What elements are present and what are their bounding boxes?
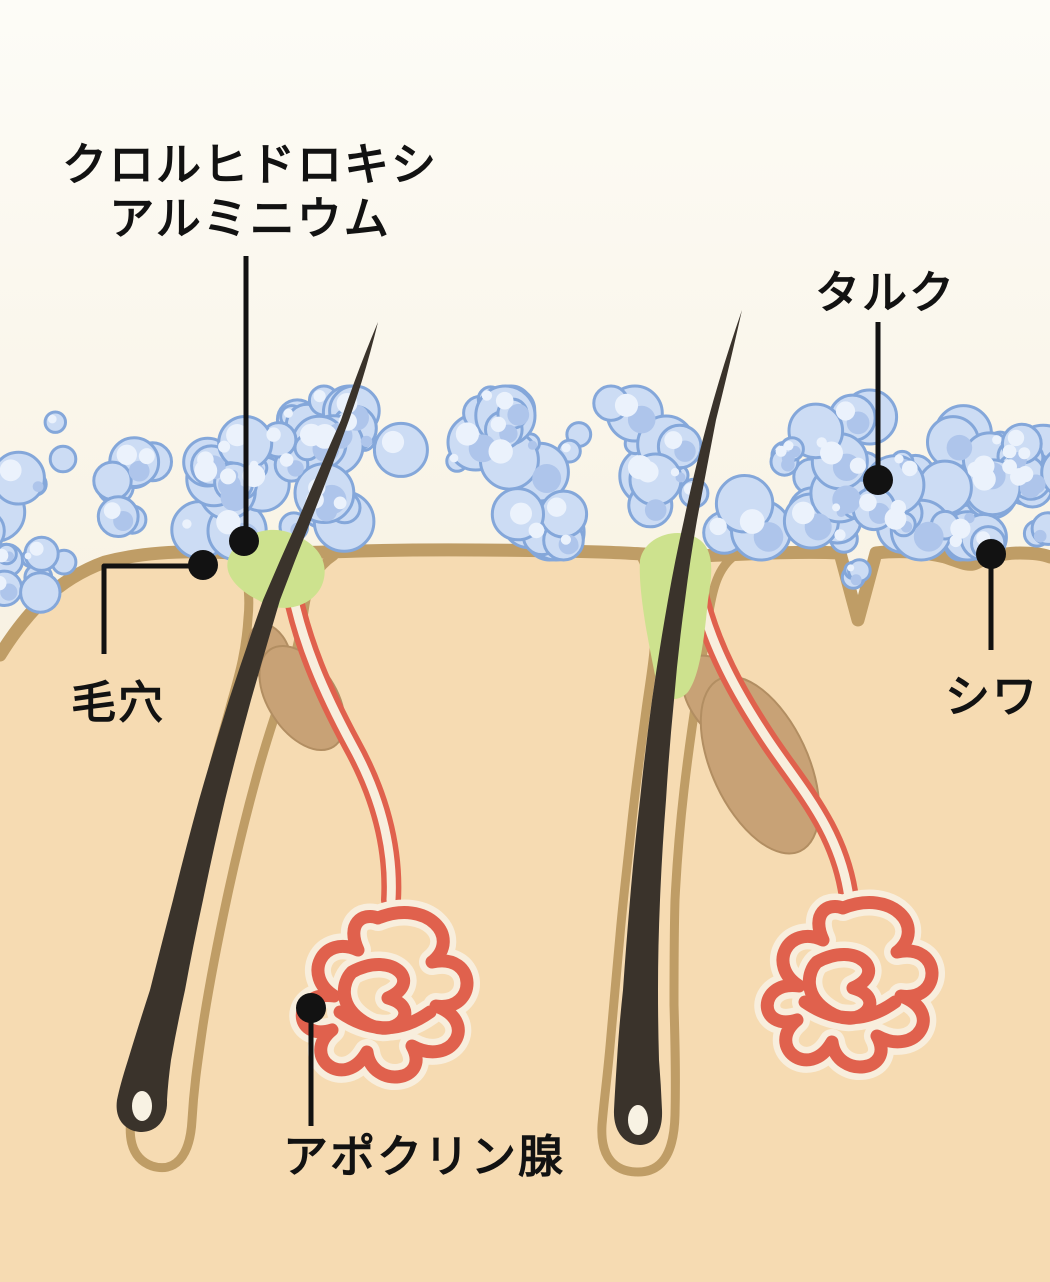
label-talc: タルク xyxy=(814,267,956,318)
anchor-dot-apocrine xyxy=(296,993,326,1023)
skin-surface-line xyxy=(0,543,1050,662)
label-chlorohydroxy-aluminum-line1: クロルヒドロキシ xyxy=(61,139,438,190)
hair-bulb-opening-1 xyxy=(132,1091,152,1121)
leader-aluminum xyxy=(229,256,259,556)
label-pore: 毛穴 xyxy=(70,677,165,728)
apocrine-duct-2 xyxy=(688,580,859,908)
anchor-dot-talc xyxy=(863,465,893,495)
label-wrinkle: シワ xyxy=(944,671,1039,722)
hair-1 xyxy=(116,322,378,1132)
anchor-dot-pore xyxy=(188,550,218,580)
label-chlorohydroxy-aluminum: クロルヒドロキシ アルミニウム xyxy=(40,138,460,246)
leader-talc xyxy=(863,322,893,495)
apocrine-duct-1 xyxy=(280,570,402,910)
label-apocrine-gland: アポクリン腺 xyxy=(283,1131,566,1182)
label-chlorohydroxy-aluminum-line2: アルミニウム xyxy=(109,193,391,244)
hair-follicle-2 xyxy=(597,549,739,1177)
anchor-dot-aluminum xyxy=(229,526,259,556)
hair-2 xyxy=(613,310,742,1145)
anchor-dot-wrinkle xyxy=(976,539,1006,569)
leader-wrinkle xyxy=(976,539,1006,650)
leader-apocrine xyxy=(296,993,326,1126)
hair-bulb-opening-2 xyxy=(628,1105,648,1135)
leader-pore xyxy=(101,550,218,654)
